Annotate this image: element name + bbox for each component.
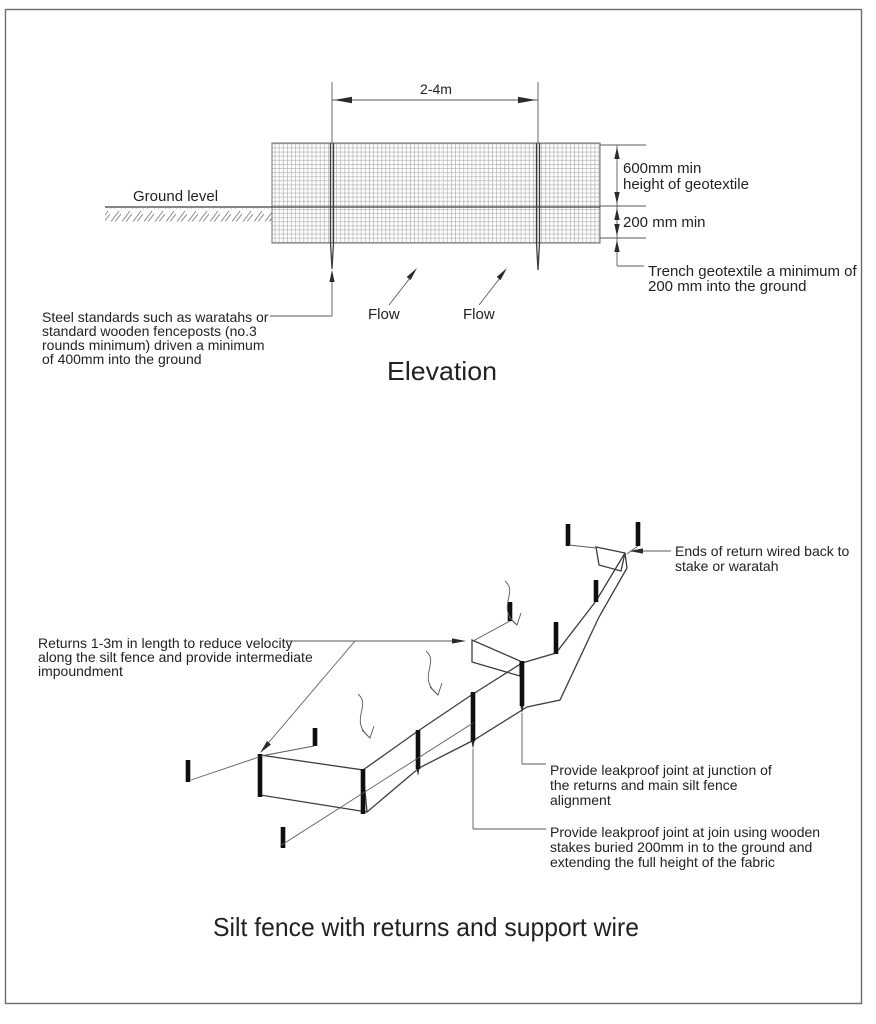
returns-note-line1: Returns 1-3m in length to reduce velocit…: [38, 635, 292, 651]
post-tip-icon: [520, 706, 524, 713]
arrow-up-icon: [614, 208, 620, 220]
arrow-left-icon: [629, 548, 643, 554]
height-note-line1: 600mm min: [623, 160, 701, 177]
flow-arrow-line: [388, 277, 411, 306]
elevation-posts: [329, 143, 541, 271]
returns-leader-branch: [263, 640, 356, 749]
arrow-up-icon: [329, 270, 335, 282]
support-wire: [568, 544, 597, 549]
dim-arrow-left-icon: [334, 96, 352, 104]
arrow-up-icon: [614, 147, 620, 159]
ends-note-line1: Ends of return wired back to: [675, 543, 850, 559]
support-wire: [472, 620, 511, 642]
middle-return: [471, 602, 521, 677]
height-dim-lines: [600, 144, 646, 267]
fence-posts: [257, 580, 599, 814]
flow-label-2: Flow: [463, 306, 495, 323]
fence-end-edge: [624, 552, 628, 569]
junction-note: Provide leakproof joint at junction of t…: [521, 713, 772, 808]
trench-note-line2: 200 mm into the ground: [648, 278, 806, 295]
height-dimension: 600mm min height of geotextile 200 mm mi…: [600, 144, 858, 295]
ground-hatch: [105, 208, 272, 222]
flow-squiggle-head-icon: [508, 612, 522, 626]
post-tip-icon: [471, 741, 475, 749]
middle-return-panel: [471, 639, 521, 677]
start-return-panel: [259, 754, 368, 813]
flow-label-1: Flow: [368, 306, 400, 323]
flow-arrow-line: [478, 277, 501, 306]
depth-note: 200 mm min: [623, 214, 706, 231]
junction-note-line1: Provide leakproof joint at junction of: [550, 762, 772, 778]
junction-leader: [521, 713, 546, 765]
flow-squiggles: [357, 580, 522, 739]
span-dimension: 2-4m: [331, 81, 539, 143]
join-note-line3: extending the full height of the fabric: [550, 854, 775, 870]
steel-note-line3: rounds minimum) driven a minimum: [42, 337, 265, 353]
join-note-line1: Provide leakproof joint at join using wo…: [550, 824, 820, 840]
post-left: [329, 143, 335, 270]
flow-arrow-icon: [406, 268, 417, 280]
post-right: [535, 143, 541, 271]
join-note: Provide leakproof joint at join using wo…: [472, 749, 820, 870]
page-border: [4, 8, 863, 1005]
steel-note: Steel standards such as waratahs or stan…: [42, 270, 335, 367]
returns-note-line3: impoundment: [38, 663, 123, 679]
junction-note-line3: alignment: [550, 792, 611, 808]
join-note-line2: stakes buried 200mm in to the ground and: [550, 839, 812, 855]
isometric-view: Ends of return wired back to stake or wa…: [38, 522, 850, 942]
arrow-down-icon: [614, 224, 620, 236]
returns-note-line2: along the silt fence and provide interme…: [38, 649, 313, 665]
end-return-panel: [595, 546, 626, 572]
elevation-view: 2-4m 600mm min height of geotextile 200 …: [42, 81, 858, 386]
junction-note-line2: the returns and main silt fence: [550, 777, 738, 793]
flow-squiggle-head-icon: [361, 725, 375, 739]
support-wire: [626, 545, 639, 555]
steel-leader: [270, 282, 333, 317]
height-note-line2: height of geotextile: [623, 176, 749, 193]
support-wire: [279, 722, 474, 847]
span-dim-label: 2-4m: [420, 81, 452, 97]
dim-arrow-right-icon: [518, 96, 536, 104]
post-tip-icon: [416, 769, 420, 776]
isometric-title: Silt fence with returns and support wire: [213, 912, 639, 942]
extension-lines: [331, 82, 539, 143]
arrow-down-icon: [614, 192, 620, 204]
join-leader: [472, 749, 546, 830]
ends-note: Ends of return wired back to stake or wa…: [629, 543, 850, 574]
steel-note-line4: of 400mm into the ground: [42, 351, 202, 367]
arrow-right-icon: [452, 638, 466, 644]
support-wire: [260, 745, 315, 757]
flow-arrow-icon: [496, 268, 507, 280]
stakes-and-wires: [185, 722, 474, 848]
returns-note: Returns 1-3m in length to reduce velocit…: [38, 635, 466, 753]
trench-note-line1: Trench geotextile a minimum of: [648, 263, 858, 280]
flow-arrows: Flow Flow: [368, 268, 507, 323]
ends-note-line2: stake or waratah: [675, 558, 779, 574]
support-wire: [190, 756, 260, 781]
arrow-up-icon: [614, 240, 620, 252]
flow-squiggle-head-icon: [429, 682, 443, 696]
elevation-title: Elevation: [387, 356, 497, 386]
end-return: [565, 522, 641, 572]
geotextile-mesh: [271, 142, 601, 244]
fence-top-edge: [362, 552, 626, 771]
ground-level-label: Ground level: [133, 188, 218, 205]
steel-note-line1: Steel standards such as waratahs or: [42, 309, 269, 325]
arrow-down-left-icon: [260, 741, 271, 753]
steel-note-line2: standard wooden fenceposts (no.3: [42, 323, 257, 339]
